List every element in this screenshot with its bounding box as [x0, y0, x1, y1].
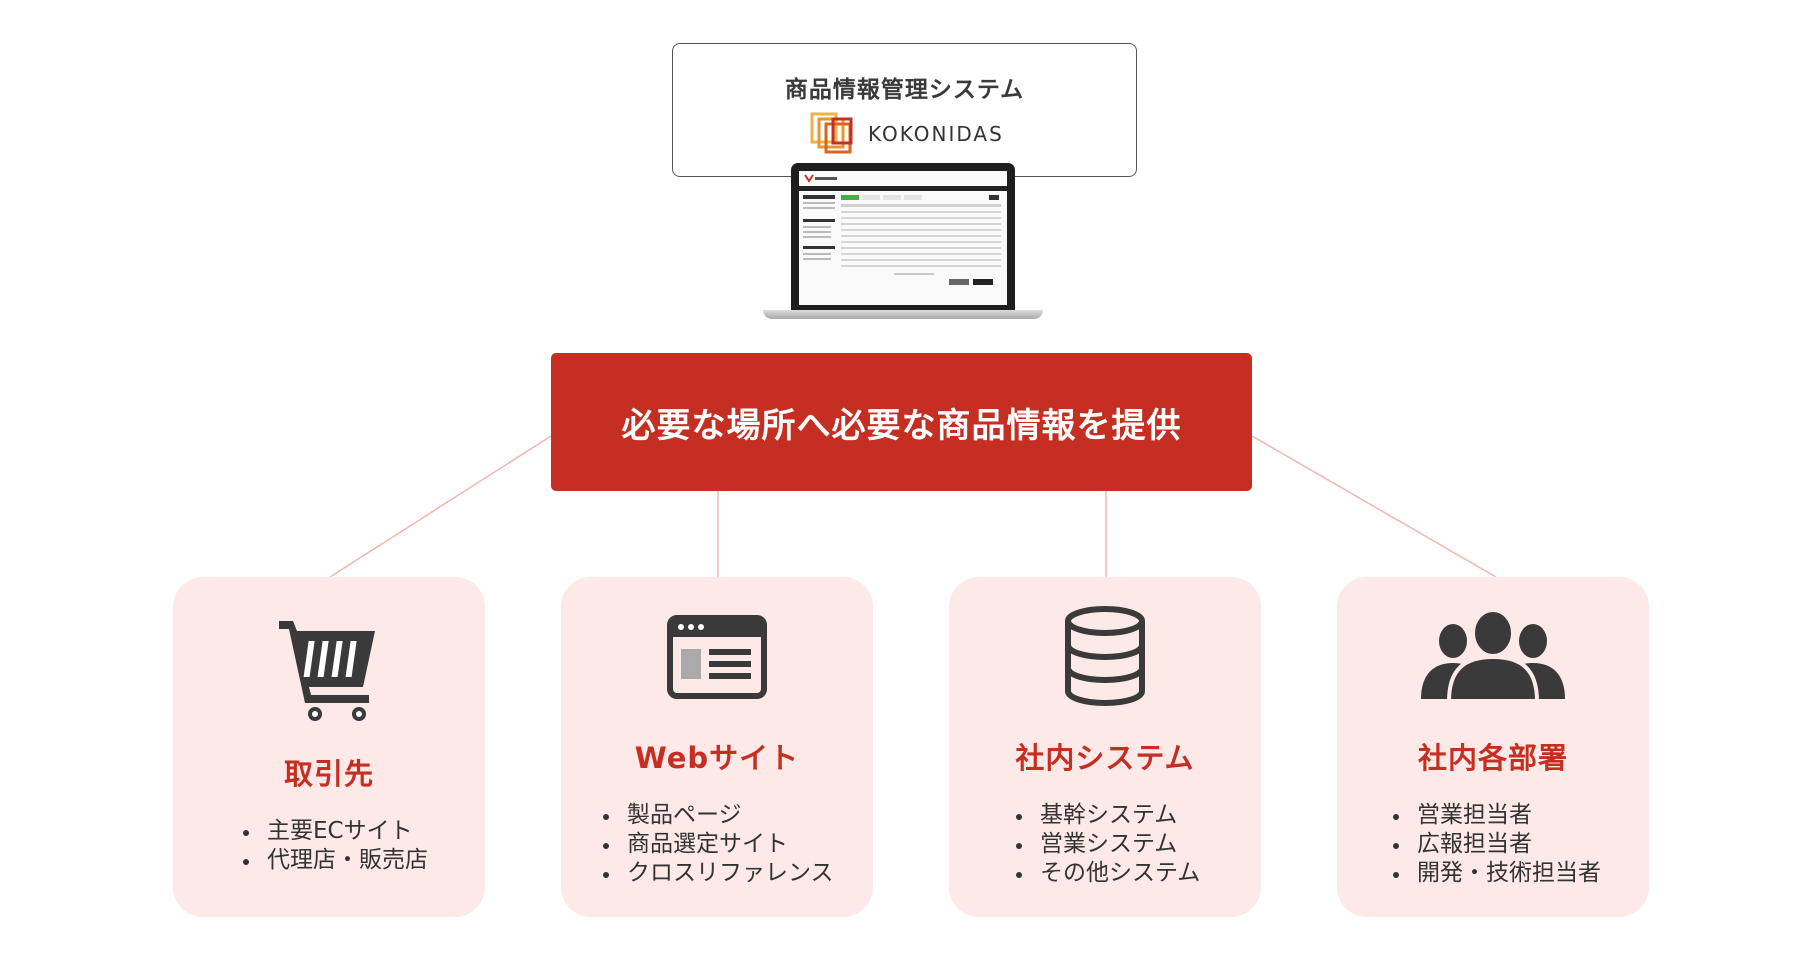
card-item-list: 製品ページ 商品選定サイト クロスリファレンス: [600, 801, 834, 888]
laptop-screen: [791, 163, 1015, 311]
card-list-item: 主要ECサイト: [240, 817, 428, 846]
database-icon: [1065, 606, 1145, 707]
card-icon-wrap: [561, 615, 873, 699]
card-list-item: 開発・技術担当者: [1390, 859, 1601, 888]
card-website: Webサイト 製品ページ 商品選定サイト クロスリファレンス: [561, 577, 873, 917]
card-internal-departments: 社内各部署 営業担当者 広報担当者 開発・技術担当者: [1337, 577, 1649, 917]
card-list-item: 代理店・販売店: [240, 846, 428, 875]
connector-line-4: [1251, 435, 1497, 578]
kokonidas-logo-mark-icon: [810, 112, 853, 154]
shopping-cart-icon: [279, 621, 375, 721]
card-list-item: 基幹システム: [1013, 801, 1200, 830]
card-business-partners: 取引先 主要ECサイト 代理店・販売店: [173, 577, 485, 917]
browser-window-icon: [667, 615, 767, 699]
people-group-icon: [1421, 608, 1565, 701]
system-title: 商品情報管理システム: [784, 77, 1025, 103]
connector-line-1: [329, 435, 552, 578]
card-list-item: 営業担当者: [1390, 801, 1601, 830]
laptop-base: [763, 310, 1043, 319]
card-list-item: 商品選定サイト: [600, 830, 834, 859]
card-icon-wrap: [1337, 607, 1649, 701]
system-box: 商品情報管理システム KOKONIDAS: [672, 43, 1137, 177]
card-list-item: 製品ページ: [600, 801, 834, 830]
card-list-item: その他システム: [1013, 859, 1200, 888]
card-icon-wrap: [949, 605, 1261, 707]
kokonidas-logo: KOKONIDAS: [810, 112, 1004, 156]
central-banner: 必要な場所へ必要な商品情報を提供: [551, 353, 1252, 491]
card-item-list: 主要ECサイト 代理店・販売店: [240, 817, 428, 875]
laptop-display: [799, 171, 1007, 305]
card-list-item: 営業システム: [1013, 830, 1200, 859]
card-list-item: クロスリファレンス: [600, 859, 834, 888]
card-title: 社内各部署: [1417, 741, 1568, 775]
app-screenshot-thumbnail: [799, 171, 1007, 305]
kokonidas-logo-text: KOKONIDAS: [868, 122, 1004, 146]
card-internal-systems: 社内システム 基幹システム 営業システム その他システム: [949, 577, 1261, 917]
banner-text: 必要な場所へ必要な商品情報を提供: [621, 405, 1182, 446]
card-list-item: 広報担当者: [1390, 830, 1601, 859]
card-title: Webサイト: [634, 741, 800, 775]
card-title: 社内システム: [1015, 741, 1195, 775]
card-icon-wrap: [173, 617, 485, 723]
laptop-illustration: [763, 160, 1043, 322]
card-item-list: 基幹システム 営業システム その他システム: [1013, 801, 1200, 888]
card-title: 取引先: [283, 757, 374, 791]
card-item-list: 営業担当者 広報担当者 開発・技術担当者: [1390, 801, 1601, 888]
